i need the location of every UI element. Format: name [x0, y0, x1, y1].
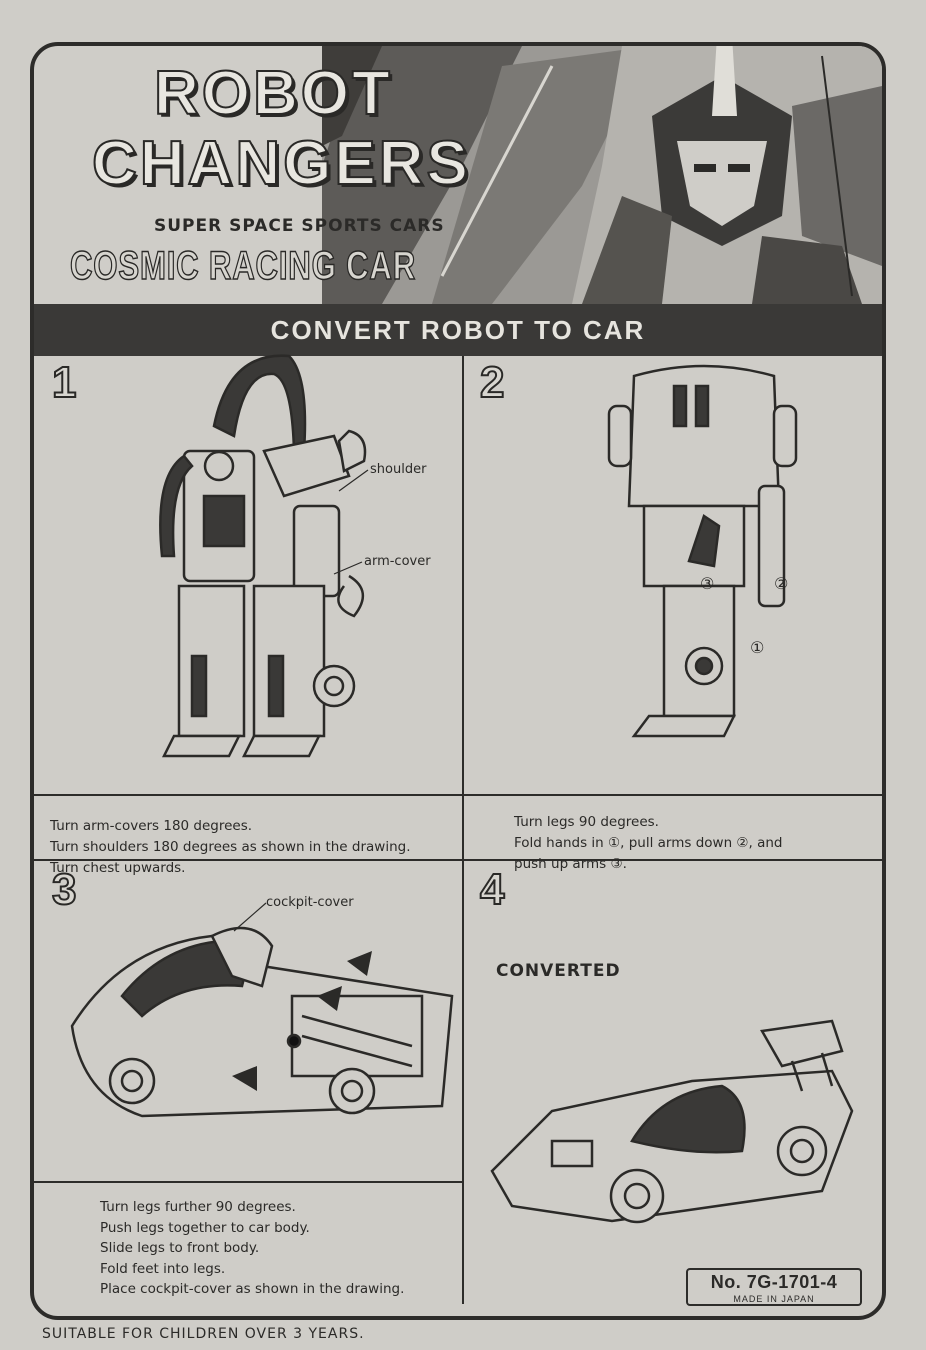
step-3-caption: Turn legs further 90 degrees. Push legs … — [100, 1197, 404, 1300]
step-4-number: 4 — [479, 864, 506, 915]
robot-legs-illustration — [607, 364, 798, 738]
grid-divider-horizontal — [34, 859, 882, 861]
step-2-caption: Turn legs 90 degrees. Fold hands in ①, p… — [514, 812, 783, 875]
label-cockpit-cover: cockpit-cover — [266, 895, 354, 910]
subtitle: SUPER SPACE SPORTS CARS — [154, 216, 445, 236]
robot-portrait-illustration — [322, 46, 882, 304]
caption-line: Fold hands in ①, pull arms down ②, and — [514, 835, 783, 851]
car-converted-illustration — [490, 1019, 854, 1224]
step-2-panel: 2 — [464, 356, 882, 859]
caption-line: Turn legs further 90 degrees. — [100, 1199, 296, 1215]
caption-line: Turn shoulders 180 degrees as shown in t… — [50, 839, 411, 855]
caption-line: Turn arm-covers 180 degrees. — [50, 818, 253, 834]
title-changers: CHANGERS — [91, 128, 471, 199]
step-1-caption: Turn arm-covers 180 degrees. Turn should… — [50, 816, 411, 879]
callout-2: ② — [774, 574, 789, 593]
age-warning: SUITABLE FOR CHILDREN OVER 3 YEARS. — [42, 1326, 365, 1342]
label-arm-cover: arm-cover — [364, 554, 431, 569]
converted-label: CONVERTED — [496, 961, 621, 981]
caption-line: Turn chest upwards. — [50, 860, 186, 876]
title-robot: ROBOT — [153, 58, 393, 129]
caption-line: Push legs together to car body. — [100, 1219, 310, 1236]
caption-line: push up arms ③. — [514, 856, 627, 872]
steps-grid: 1 — [34, 354, 882, 1304]
product-name: COSMIC RACING CAR — [69, 243, 417, 289]
section-banner: CONVERT ROBOT TO CAR — [34, 304, 882, 356]
sheet-frame: ROBOT CHANGERS SUPER SPACE SPORTS CARS C… — [30, 42, 886, 1320]
step-4-panel: 4 CONVERTED — [464, 861, 882, 1304]
step-3-panel: 3 cockpit-cover — [34, 861, 462, 1304]
caption-line: Slide legs to front body. — [100, 1240, 260, 1256]
made-in-label: MADE IN JAPAN — [733, 1294, 815, 1304]
model-number: No. 7G-1701-4 — [710, 1272, 838, 1292]
step-1-panel: 1 — [34, 354, 462, 859]
callout-1: ① — [750, 638, 765, 657]
step-2-number: 2 — [479, 357, 506, 408]
robot-illustration — [159, 354, 367, 758]
model-number-box: No. 7G-1701-4 MADE IN JAPAN — [686, 1268, 862, 1306]
header: ROBOT CHANGERS SUPER SPACE SPORTS CARS C… — [34, 46, 882, 304]
caption-line: Turn legs 90 degrees. — [514, 814, 659, 830]
caption-line: Place cockpit-cover as shown in the draw… — [100, 1281, 405, 1297]
label-shoulder: shoulder — [370, 462, 427, 477]
step-1-number: 1 — [51, 357, 78, 408]
label-leader-lines — [333, 469, 369, 575]
callout-3: ③ — [700, 574, 715, 593]
caption-line: Fold feet into legs. — [100, 1260, 226, 1277]
caption-divider — [34, 1181, 462, 1183]
caption-divider — [464, 794, 882, 796]
cockpit-leader-line — [233, 902, 267, 932]
grid-divider-vertical — [462, 356, 464, 1304]
car-partial-illustration — [70, 926, 454, 1118]
step-3-number: 3 — [51, 864, 78, 915]
caption-divider — [34, 794, 462, 796]
